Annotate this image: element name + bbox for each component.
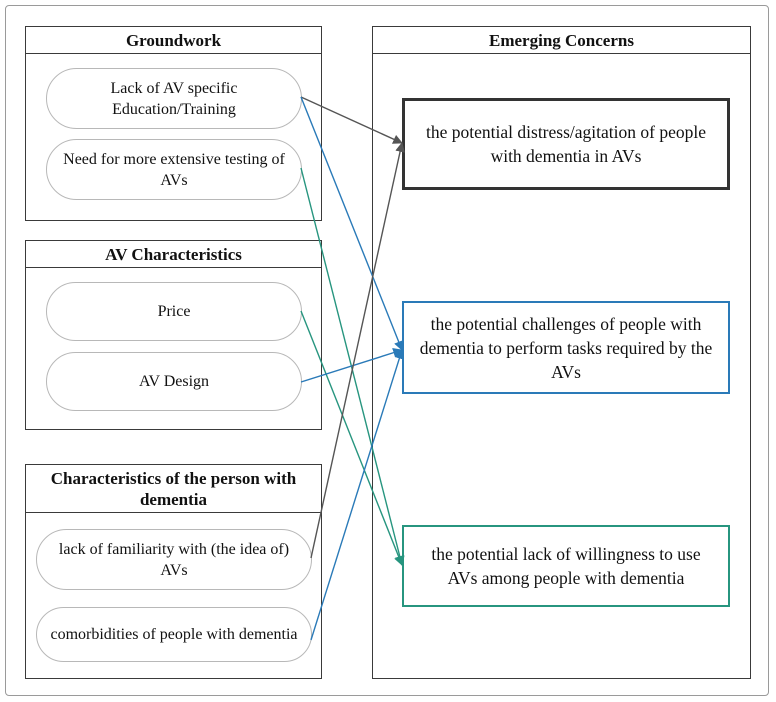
- group-title-emerging-concerns: Emerging Concerns: [373, 27, 750, 54]
- concern-task-challenges: the potential challenges of people with …: [402, 301, 730, 394]
- diagram-frame: [5, 5, 769, 696]
- group-title-av-characteristics: AV Characteristics: [26, 241, 321, 268]
- factor-lack-of-av-education: Lack of AV specific Education/Training: [46, 68, 302, 129]
- concern-distress-agitation: the potential distress/agitation of peop…: [402, 98, 730, 190]
- group-person-characteristics: Characteristics of the person with demen…: [25, 464, 322, 679]
- factor-need-for-testing: Need for more extensive testing of AVs: [46, 139, 302, 200]
- factor-lack-of-familiarity: lack of familiarity with (the idea of) A…: [36, 529, 312, 590]
- group-title-groundwork: Groundwork: [26, 27, 321, 54]
- factor-comorbidities: comorbidities of people with dementia: [36, 607, 312, 662]
- concern-lack-of-willingness: the potential lack of willingness to use…: [402, 525, 730, 607]
- group-av-characteristics: AV Characteristics Price AV Design: [25, 240, 322, 430]
- factor-av-design: AV Design: [46, 352, 302, 411]
- factor-price: Price: [46, 282, 302, 341]
- group-groundwork: Groundwork Lack of AV specific Education…: [25, 26, 322, 221]
- group-title-person-characteristics: Characteristics of the person with demen…: [26, 465, 321, 513]
